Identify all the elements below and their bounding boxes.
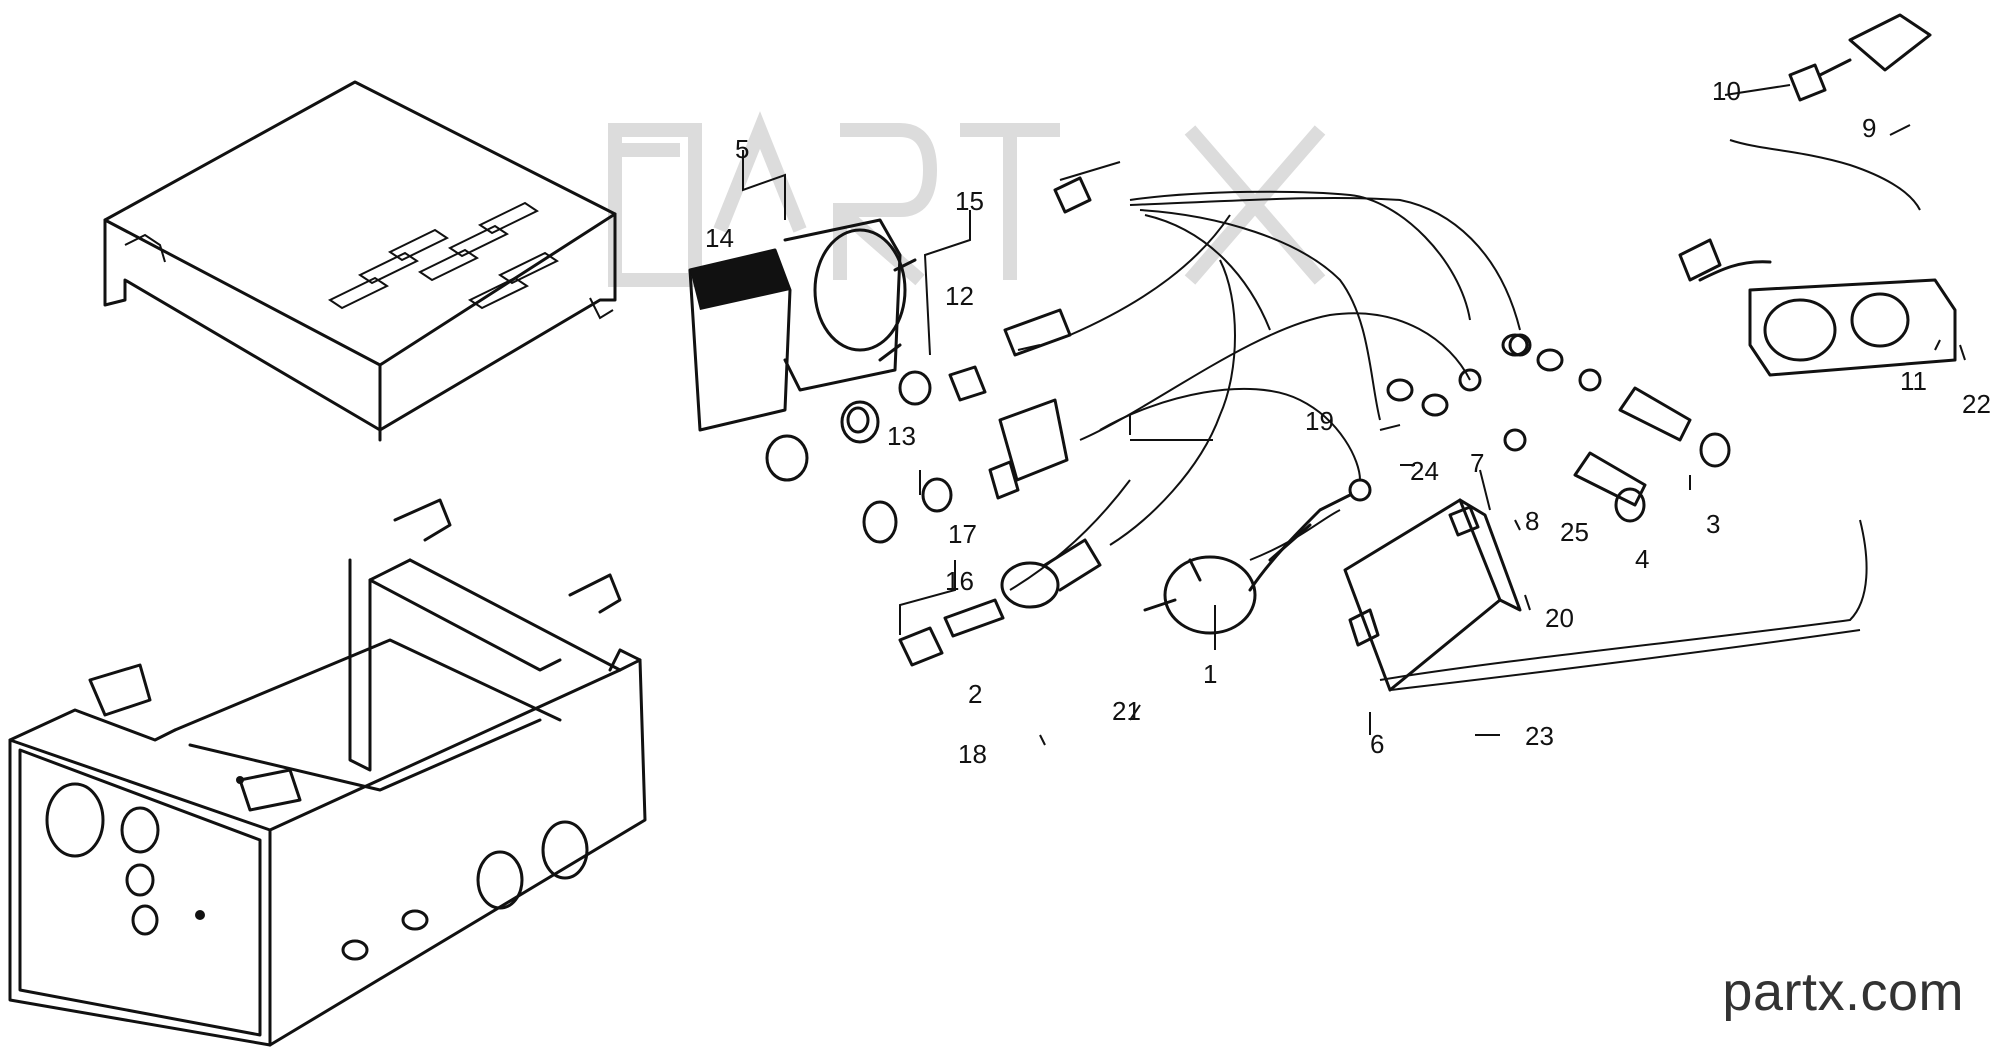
control-unit [1343, 498, 1522, 692]
callout-12[interactable]: 12 [945, 281, 974, 311]
watermark [608, 111, 1326, 287]
callout-9[interactable]: 9 [1862, 113, 1876, 143]
brand-link[interactable]: partx.com [1722, 962, 1964, 1022]
callout-13[interactable]: 13 [887, 421, 916, 451]
circuit-breakers [1573, 386, 1731, 523]
engine-switch [1143, 493, 1352, 635]
callout-21[interactable]: 21 [1112, 696, 1141, 726]
callout-7[interactable]: 7 [1470, 448, 1484, 478]
ac-receptacle [1678, 238, 1957, 377]
terminals [1348, 333, 1602, 502]
hour-meter [688, 218, 917, 432]
callout-23[interactable]: 23 [1525, 721, 1554, 751]
callout-17[interactable]: 17 [948, 519, 977, 549]
pilot-light [1729, 13, 1932, 211]
top-cover [103, 80, 617, 442]
callout-6[interactable]: 6 [1370, 729, 1384, 759]
callout-16[interactable]: 16 [945, 566, 974, 596]
callout-11[interactable]: 11 [1900, 366, 1927, 396]
callout-14[interactable]: 14 [705, 223, 734, 253]
callout-leaders [742, 84, 1966, 746]
callout-20[interactable]: 20 [1545, 603, 1574, 633]
callout-15[interactable]: 15 [955, 186, 984, 216]
callout-1[interactable]: 1 [1203, 659, 1217, 689]
callouts: 1 2 3 4 5 6 7 8 9 10 11 12 13 14 15 16 1… [705, 76, 1991, 769]
callout-10[interactable]: 10 [1712, 76, 1741, 106]
pilot-lamp-parts [765, 161, 1121, 667]
callout-8[interactable]: 8 [1525, 506, 1539, 536]
callout-3[interactable]: 3 [1706, 509, 1720, 539]
callout-24[interactable]: 24 [1410, 456, 1439, 486]
wiring-harness [1009, 190, 1868, 691]
control-box-case [8, 498, 647, 1047]
callout-4[interactable]: 4 [1635, 544, 1649, 574]
callout-18[interactable]: 18 [958, 739, 987, 769]
callout-22[interactable]: 22 [1962, 389, 1991, 419]
callout-2[interactable]: 2 [968, 679, 982, 709]
callout-5[interactable]: 5 [735, 134, 749, 164]
callout-19[interactable]: 19 [1305, 406, 1334, 436]
callout-25[interactable]: 25 [1560, 517, 1589, 547]
